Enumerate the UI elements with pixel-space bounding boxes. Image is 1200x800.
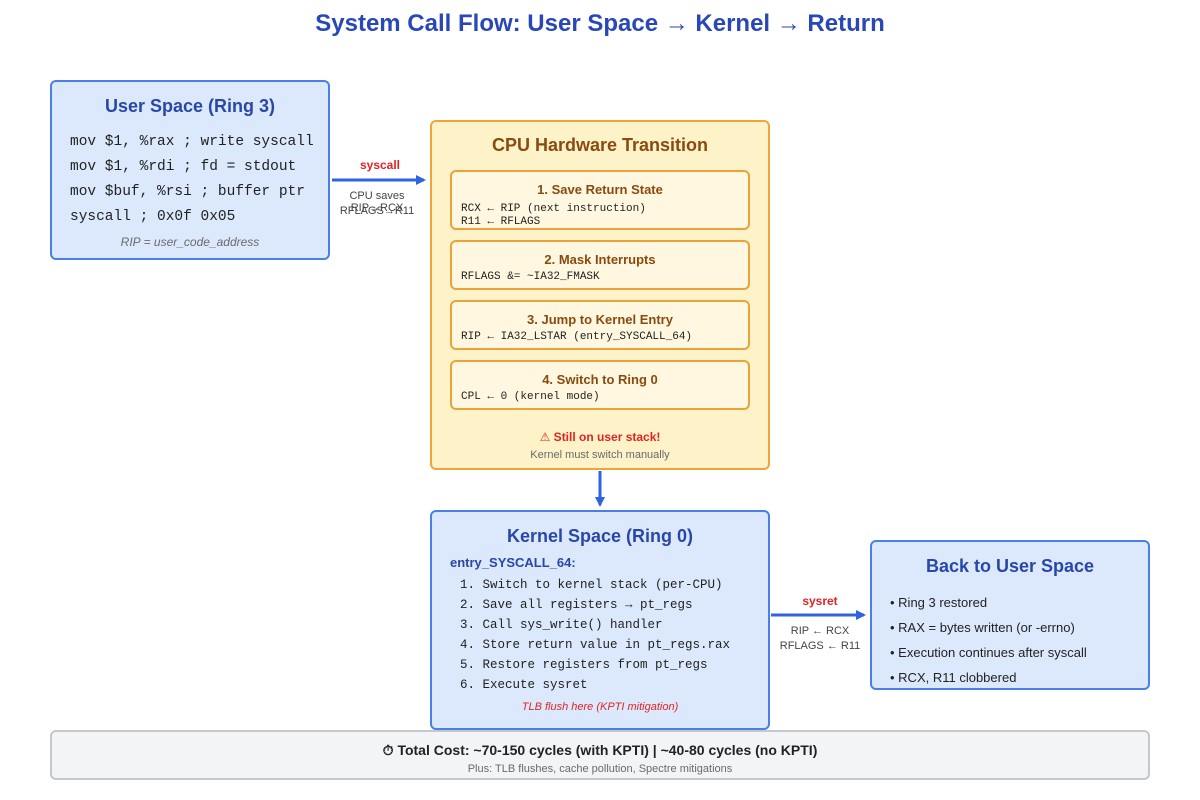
syscall-sub-2: RFLAGS→R11	[339, 205, 415, 217]
stack-warning-note: Kernel must switch manually	[530, 449, 670, 461]
kernel-step: 4. Store return value in pt_regs.rax	[460, 638, 731, 652]
cpu-transition-box: CPU Hardware Transition 1. Save Return S…	[430, 120, 770, 470]
user-space-title: User Space (Ring 3)	[104, 96, 276, 116]
cpu-step-title: 4. Switch to Ring 0	[542, 372, 658, 387]
user-code-line: mov $1, %rdi ; fd = stdout	[70, 159, 297, 175]
cpu-step-mask-interrupts: 2. Mask Interrupts RFLAGS &= ~IA32_FMASK	[450, 240, 750, 290]
cost-footer: ⏱ Total Cost: ~70-150 cycles (with KPTI)…	[50, 730, 1150, 780]
kernel-space-title: Kernel Space (Ring 0)	[506, 526, 694, 546]
cpu-step-switch-ring0: 4. Switch to Ring 0 CPL ← 0 (kernel mode…	[450, 360, 750, 410]
kernel-step: 3. Call sys_write() handler	[460, 618, 663, 632]
user-space-note: RIP = user_code_address	[120, 235, 260, 249]
cpu-step-title: 3. Jump to Kernel Entry	[527, 312, 673, 327]
user-space-box: User Space (Ring 3) mov $1, %rax ; write…	[50, 80, 330, 260]
kernel-step: 1. Switch to kernel stack (per-CPU)	[460, 578, 723, 592]
kernel-step: 6. Execute sysret	[460, 678, 588, 692]
sysret-sub-2: RFLAGS ← R11	[779, 640, 861, 652]
sysret-label: sysret	[802, 594, 838, 608]
cpu-step-code: RCX ← RIP (next instruction)	[461, 203, 646, 215]
kernel-entry-label: entry_SYSCALL_64:	[450, 555, 576, 570]
cpu-step-title: 2. Mask Interrupts	[544, 252, 656, 267]
cpu-step-code: R11 ← RFLAGS	[461, 216, 541, 228]
cpu-step-code: CPL ← 0 (kernel mode)	[461, 391, 600, 403]
cpu-transition-title: CPU Hardware Transition	[491, 135, 709, 155]
diagram-title: System Call Flow: User Space → Kernel → …	[315, 10, 885, 37]
cpu-step-title: 1. Save Return State	[537, 182, 663, 197]
cpu-step-code: RFLAGS &= ~IA32_FMASK	[461, 271, 600, 283]
kernel-step: 2. Save all registers → pt_regs	[460, 598, 693, 612]
cost-note: Plus: TLB flushes, cache pollution, Spec…	[467, 763, 733, 775]
back-to-user-box: Back to User Space • Ring 3 restored • R…	[870, 540, 1150, 690]
back-to-user-title: Back to User Space	[925, 556, 1095, 576]
kernel-space-box: Kernel Space (Ring 0) entry_SYSCALL_64: …	[430, 510, 770, 730]
sysret-sub-1: RIP ← RCX	[790, 625, 850, 637]
back-item: • Execution continues after syscall	[890, 645, 1087, 660]
back-item: • RCX, R11 clobbered	[890, 670, 1017, 685]
back-item: • Ring 3 restored	[890, 595, 988, 610]
cpu-step-jump-kernel: 3. Jump to Kernel Entry RIP ← IA32_LSTAR…	[450, 300, 750, 350]
cpu-step-code: RIP ← IA32_LSTAR (entry_SYSCALL_64)	[461, 331, 693, 343]
cost-summary: ⏱ Total Cost: ~70-150 cycles (with KPTI)…	[382, 742, 818, 758]
kernel-note: TLB flush here (KPTI mitigation)	[521, 701, 679, 713]
user-code-line: syscall ; 0x0f 0x05	[70, 209, 236, 225]
syscall-label: syscall	[359, 158, 401, 172]
user-code-line: mov $1, %rax ; write syscall	[70, 134, 314, 150]
user-code-line: mov $buf, %rsi ; buffer ptr	[70, 184, 305, 200]
syscall-sub-1: CPU saves RIP→RCX	[349, 190, 405, 214]
cpu-step-save-return: 1. Save Return State RCX ← RIP (next ins…	[450, 170, 750, 230]
back-item: • RAX = bytes written (or -errno)	[890, 620, 1075, 635]
kernel-step: 5. Restore registers from pt_regs	[460, 658, 708, 672]
stack-warning: ⚠ Still on user stack!	[539, 430, 661, 444]
